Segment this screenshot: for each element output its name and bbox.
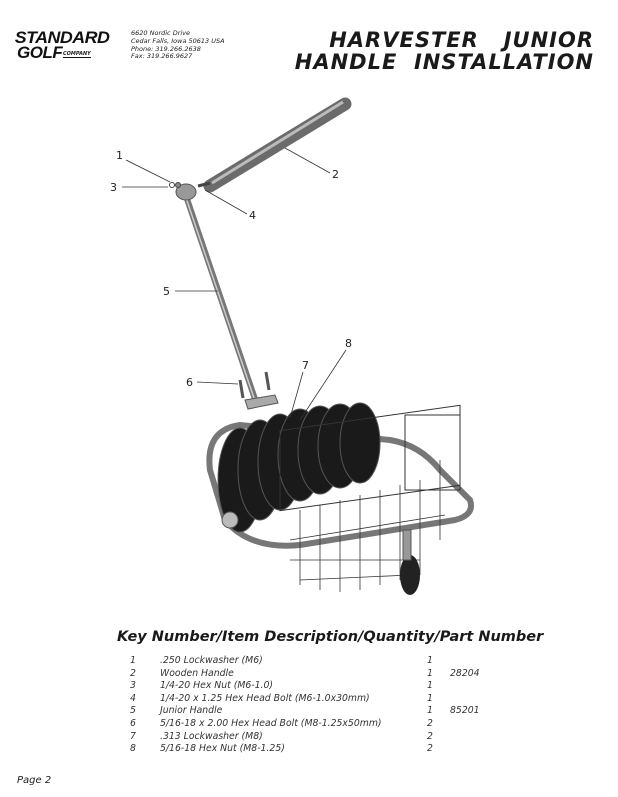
address-line: Cedar Falls, Iowa 50613 USA <box>131 36 225 45</box>
callout-3: 3 <box>110 181 117 194</box>
fax: Fax: 319.266.9627 <box>131 52 193 61</box>
harvester-body <box>206 402 474 595</box>
parts-row: 6 5/16-18 x 2.00 Hex Head Bolt (M8-1.25x5… <box>0 718 618 730</box>
part-qty: 2 <box>427 718 433 729</box>
bolt-m8 <box>264 371 271 391</box>
parts-row: 4 1/4-20 x 1.25 Hex Head Bolt (M6-1.0x30m… <box>0 693 618 705</box>
part-qty: 2 <box>427 743 433 755</box>
lockwasher <box>169 182 175 188</box>
parts-row: 5 Junior Handle 1 85201 <box>0 705 618 717</box>
logo-standard: STANDARD <box>14 28 110 47</box>
part-qty: 1 <box>427 680 433 692</box>
part-part: 85201 <box>450 705 480 717</box>
part-key: 7 <box>130 730 136 742</box>
junior-handle <box>175 183 279 410</box>
page-title: HARVESTER JUNIOR HANDLE INSTALLATION <box>295 29 594 73</box>
parts-row: 7 .313 Lockwasher (M8) 2 <box>0 731 618 743</box>
callout-2: 2 <box>332 168 339 181</box>
callout-7: 7 <box>302 359 309 372</box>
parts-row: 8 5/16-18 Hex Nut (M8-1.25) 2 <box>0 743 618 755</box>
logo-company: COMPANY <box>63 51 91 58</box>
title-line1: HARVESTER JUNIOR <box>329 28 594 52</box>
part-desc: Wooden Handle <box>160 667 234 679</box>
part-desc: 1/4-20 Hex Nut (M6-1.0) <box>160 680 274 692</box>
assembly-diagram: 1 2 3 4 5 6 7 8 <box>110 97 474 595</box>
part-key: 3 <box>130 680 136 692</box>
part-key: 5 <box>130 705 136 717</box>
part-desc: 5/16-18 x 2.00 Hex Head Bolt (M8-1.25x50… <box>160 718 382 729</box>
part-desc: 1/4-20 x 1.25 Hex Head Bolt (M6-1.0x30mm… <box>160 692 370 704</box>
part-key: 8 <box>130 743 136 755</box>
part-desc: .313 Lockwasher (M8) <box>160 730 263 742</box>
part-qty: 1 <box>427 705 433 717</box>
part-qty: 1 <box>427 667 433 679</box>
callout-1: 1 <box>116 149 123 162</box>
title-line2: HANDLE INSTALLATION <box>294 50 594 74</box>
part-qty: 1 <box>427 692 433 704</box>
parts-row: 3 1/4-20 Hex Nut (M6-1.0) 1 <box>0 680 618 692</box>
wooden-handle <box>203 97 352 193</box>
part-key: 2 <box>130 667 136 679</box>
callout-8: 8 <box>345 337 352 350</box>
callout-4: 4 <box>249 209 256 222</box>
part-desc: .250 Lockwasher (M6) <box>160 655 263 666</box>
part-qty: 1 <box>427 655 433 666</box>
company-address: 6620 Nordic Drive Cedar Falls, Iowa 5061… <box>131 29 225 61</box>
hex-nut <box>175 182 181 188</box>
part-key: 1 <box>130 655 136 666</box>
parts-row: 1 .250 Lockwasher (M6) 1 <box>0 655 618 667</box>
part-key: 6 <box>130 718 136 729</box>
part-qty: 2 <box>427 730 433 742</box>
logo-golf: GOLF <box>17 43 63 62</box>
phone: Phone: 319.266.2638 <box>131 44 201 53</box>
callout-5: 5 <box>163 285 170 298</box>
page-number: Page 2 <box>17 775 52 786</box>
part-desc: 5/16-18 Hex Nut (M8-1.25) <box>160 743 285 755</box>
parts-list-heading: Key Number/Item Description/Quantity/Par… <box>117 629 544 645</box>
address-line: 6620 Nordic Drive <box>131 29 191 37</box>
parts-row: 2 Wooden Handle 1 28204 <box>0 668 618 680</box>
part-desc: Junior Handle <box>160 705 223 717</box>
callout-leaders <box>122 147 347 421</box>
part-key: 4 <box>130 692 136 704</box>
callout-6: 6 <box>186 376 193 389</box>
bolt-m8 <box>238 379 245 399</box>
part-part: 28204 <box>450 667 480 679</box>
hex-bolt <box>197 181 211 188</box>
